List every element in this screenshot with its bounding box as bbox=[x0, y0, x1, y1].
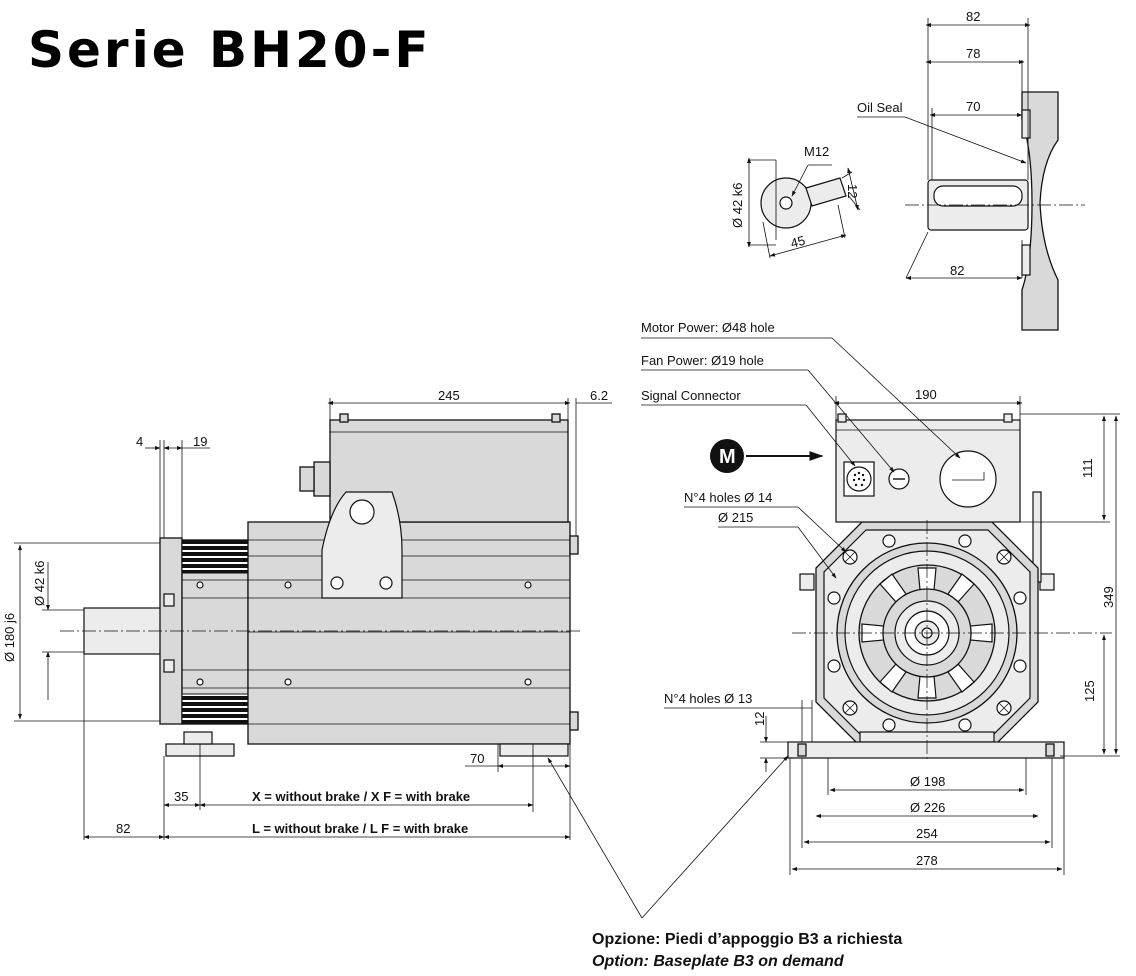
dim-82-shaft: 82 bbox=[116, 821, 130, 836]
front-view-dimensions: 190 111 349 125 12 Ø 198 Ø 226 254 278 bbox=[752, 387, 1120, 875]
dim-shaft-diameter-42k6: Ø 42 k6 bbox=[32, 560, 47, 606]
label-fan-power: Fan Power: Ø19 hole bbox=[641, 353, 764, 368]
label-diameter-215: Ø 215 bbox=[718, 510, 753, 525]
dim-226: Ø 226 bbox=[910, 800, 945, 815]
dim-6-2: 6.2 bbox=[590, 388, 608, 403]
dim-70-shaft: 70 bbox=[966, 99, 980, 114]
dim-4: 4 bbox=[136, 434, 143, 449]
footnote-english: Option: Baseplate B3 on demand bbox=[592, 953, 845, 970]
marker-m-label: M bbox=[719, 446, 736, 468]
motor-front-view bbox=[787, 413, 1112, 760]
dim-12-base: 12 bbox=[752, 712, 767, 726]
dim-19: 19 bbox=[193, 434, 207, 449]
dim-278: 278 bbox=[916, 853, 938, 868]
dim-70-foot: 70 bbox=[470, 751, 484, 766]
dim-349: 349 bbox=[1101, 586, 1116, 608]
label-l-length: L = without brake / L F = with brake bbox=[252, 821, 468, 836]
label-x-length: X = without brake / X F = with brake bbox=[252, 789, 470, 804]
dim-flange-diameter-180j6: Ø 180 j6 bbox=[2, 613, 17, 662]
label-signal-connector: Signal Connector bbox=[641, 388, 741, 403]
dim-35: 35 bbox=[174, 789, 188, 804]
dim-82-bottom: 82 bbox=[950, 263, 964, 278]
dim-12-key: 12 bbox=[845, 184, 860, 198]
dim-78: 78 bbox=[966, 46, 980, 61]
footnote-leader bbox=[547, 755, 789, 919]
dim-45: 45 bbox=[789, 233, 807, 251]
motor-side-view bbox=[60, 413, 580, 757]
shaft-key-section: M12 12 Ø 42 k6 45 bbox=[730, 144, 861, 259]
page-title: Serie BH20-F bbox=[28, 21, 431, 79]
dim-254: 254 bbox=[916, 826, 938, 841]
dim-245: 245 bbox=[438, 388, 460, 403]
footnote-italian: Opzione: Piedi d’appoggio B3 a richiesta bbox=[592, 931, 902, 948]
dim-82-top: 82 bbox=[966, 9, 980, 24]
label-holes-13: N°4 holes Ø 13 bbox=[664, 691, 752, 706]
shaft-end-detail: 82 78 70 82 Oil Seal bbox=[857, 9, 1085, 331]
marker-m: M bbox=[710, 439, 824, 473]
label-motor-power: Motor Power: Ø48 hole bbox=[641, 320, 775, 335]
front-view-callouts: Motor Power: Ø48 hole Fan Power: Ø19 hol… bbox=[641, 320, 961, 742]
label-holes-14: N°4 holes Ø 14 bbox=[684, 490, 772, 505]
dim-190: 190 bbox=[915, 387, 937, 402]
side-view-dimensions: 245 6.2 4 19 Ø 180 j6 Ø 42 k6 70 35 bbox=[2, 388, 612, 840]
dim-198: Ø 198 bbox=[910, 774, 945, 789]
dim-111: 111 bbox=[1080, 458, 1095, 478]
dim-125: 125 bbox=[1082, 680, 1097, 702]
dim-shaft-diameter-42k6: Ø 42 k6 bbox=[730, 182, 745, 228]
label-oil-seal: Oil Seal bbox=[857, 100, 903, 115]
dim-m12: M12 bbox=[804, 144, 829, 159]
